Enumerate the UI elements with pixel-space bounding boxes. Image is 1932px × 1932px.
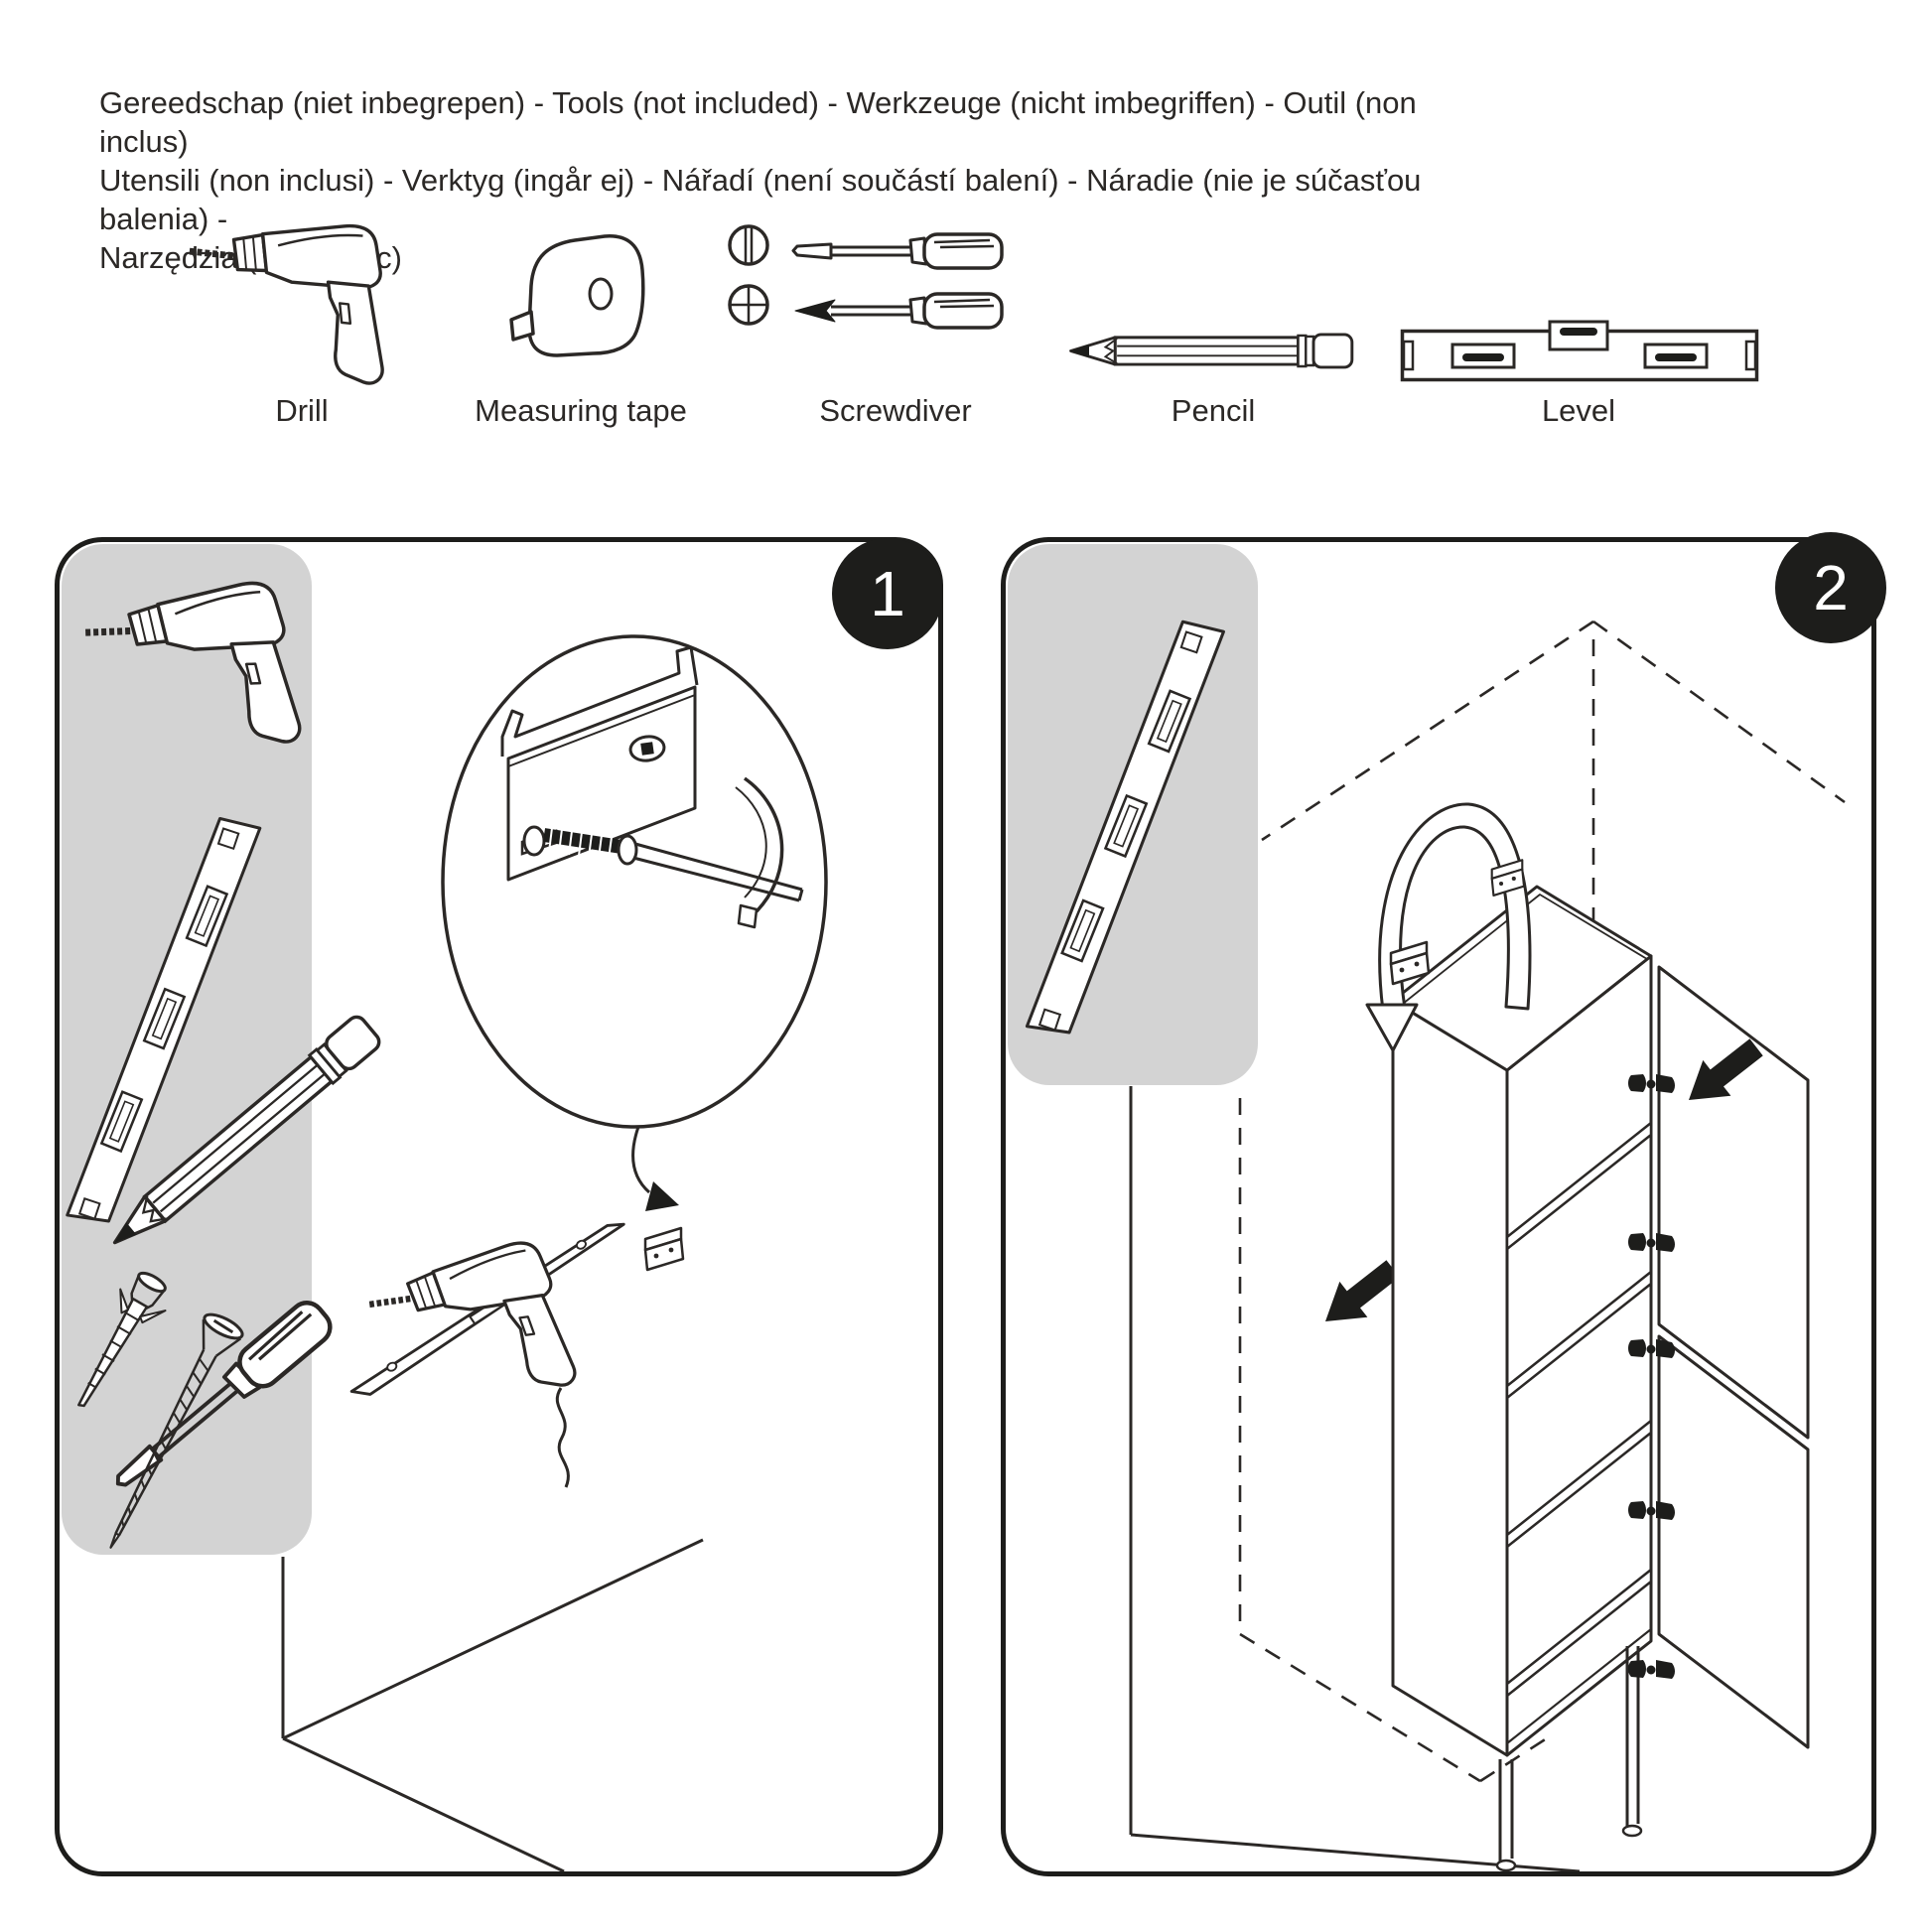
keyhole-slot bbox=[628, 735, 666, 762]
screwdriver-icon bbox=[728, 224, 1004, 330]
wall-rail-part bbox=[338, 1216, 640, 1403]
pencil-label: Pencil bbox=[1171, 393, 1256, 428]
cabinet-shelves bbox=[1505, 1121, 1653, 1744]
cabinet-lower-door bbox=[1657, 1334, 1810, 1749]
pencil-icon bbox=[1069, 333, 1354, 369]
measuring-tape-icon bbox=[509, 234, 645, 357]
step-2-number: 2 bbox=[1813, 552, 1849, 623]
leader-line bbox=[631, 1126, 651, 1194]
header-line-2: Utensili (non inclusi) - Verktyg (ingår … bbox=[99, 163, 1422, 236]
rotation-arrow bbox=[1365, 802, 1532, 1052]
wall-bracket-part bbox=[643, 1226, 685, 1272]
step-2-illustration bbox=[1008, 544, 1846, 1871]
leader-arrowhead bbox=[645, 1181, 679, 1211]
dashed-wall-outline bbox=[1238, 620, 1846, 1783]
level-icon bbox=[1400, 320, 1759, 382]
detail-circle-bracket-mounting bbox=[441, 634, 828, 1129]
level-label: Level bbox=[1541, 393, 1616, 428]
step-2-badge: 2 bbox=[1775, 532, 1886, 643]
screwdriver-label: Screwdiver bbox=[819, 393, 972, 428]
header-line-1: Gereedschap (niet inbegrepen) - Tools (n… bbox=[99, 85, 1417, 159]
cabinet-left-face bbox=[1391, 999, 1509, 1757]
drill-icon bbox=[184, 220, 392, 394]
measuring-tape-label: Measuring tape bbox=[475, 393, 687, 428]
step-1-badge: 1 bbox=[832, 538, 943, 649]
rotation-arc bbox=[735, 776, 784, 929]
drill-in-use bbox=[363, 1237, 577, 1488]
step-2-panel bbox=[1001, 537, 1876, 1876]
room-corner-lines bbox=[281, 1538, 704, 1871]
step-1-illustration bbox=[60, 544, 828, 1871]
step-1-panel bbox=[55, 537, 943, 1876]
drill-label: Drill bbox=[275, 393, 329, 428]
screw-in-bracket bbox=[520, 825, 638, 866]
cabinet-illustration bbox=[1391, 885, 1810, 1871]
step-1-number: 1 bbox=[870, 558, 905, 629]
